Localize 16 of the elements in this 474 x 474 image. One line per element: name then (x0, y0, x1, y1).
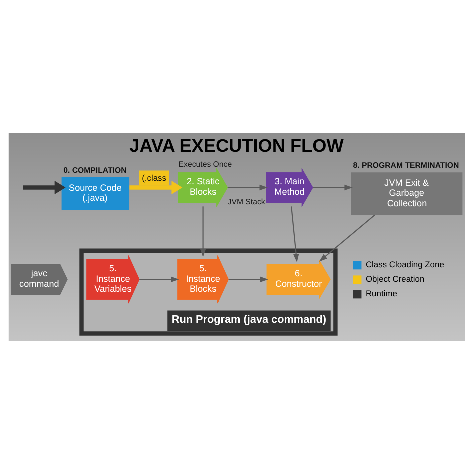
node-box: Source Code (.java) (62, 177, 130, 210)
diagram-title: JAVA EXECUTION FLOW (130, 136, 344, 156)
legend-label: Runtime (366, 288, 398, 299)
arrow (200, 206, 206, 258)
arrow (23, 180, 66, 194)
legend-label: Class Cloading Zone (366, 260, 444, 270)
arrow (291, 206, 300, 262)
arrow (130, 180, 183, 194)
legend-label: Object Creation (366, 274, 425, 284)
arrow (228, 276, 268, 283)
edge-label: (.class (142, 172, 167, 183)
arrow (140, 276, 180, 283)
arrow (319, 214, 376, 262)
arrow (313, 184, 353, 191)
arrow (228, 184, 268, 191)
node-box: JVM Exit & Garbage Collection (351, 172, 463, 216)
